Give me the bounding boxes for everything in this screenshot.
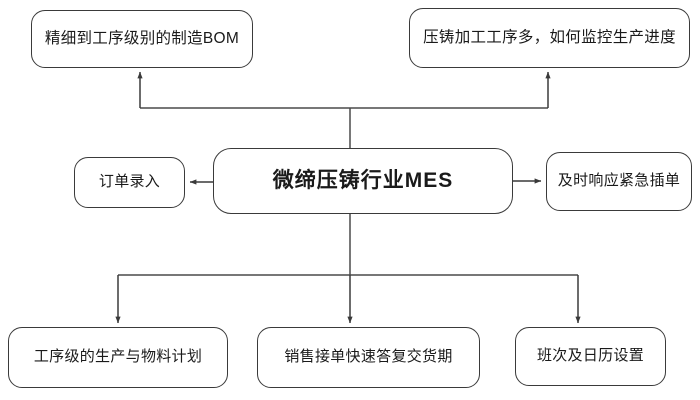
node-order-entry[interactable]: 订单录入 — [74, 157, 185, 208]
node-label: 销售接单快速答复交货期 — [284, 348, 453, 366]
node-label: 班次及日历设置 — [536, 347, 645, 365]
node-label: 微缔压铸行业MES — [272, 169, 454, 193]
node-label: 精细到工序级别的制造BOM — [44, 30, 240, 48]
node-manufacturing-bom[interactable]: 精细到工序级别的制造BOM — [31, 10, 253, 68]
node-label: 订单录入 — [98, 173, 161, 191]
node-urgent-order-response[interactable]: 及时响应紧急插单 — [546, 152, 692, 211]
node-label: 压铸加工工序多，如何监控生产进度 — [423, 29, 676, 47]
node-production-progress-monitoring[interactable]: 压铸加工工序多，如何监控生产进度 — [409, 8, 690, 68]
node-sales-delivery-date-reply[interactable]: 销售接单快速答复交货期 — [257, 327, 480, 388]
node-label: 及时响应紧急插单 — [557, 172, 681, 190]
node-label: 工序级的生产与物料计划 — [33, 348, 203, 366]
node-shift-calendar-settings[interactable]: 班次及日历设置 — [515, 327, 666, 386]
node-center-mes[interactable]: 微缔压铸行业MES — [213, 148, 513, 214]
node-process-level-production-material-plan[interactable]: 工序级的生产与物料计划 — [8, 327, 228, 388]
